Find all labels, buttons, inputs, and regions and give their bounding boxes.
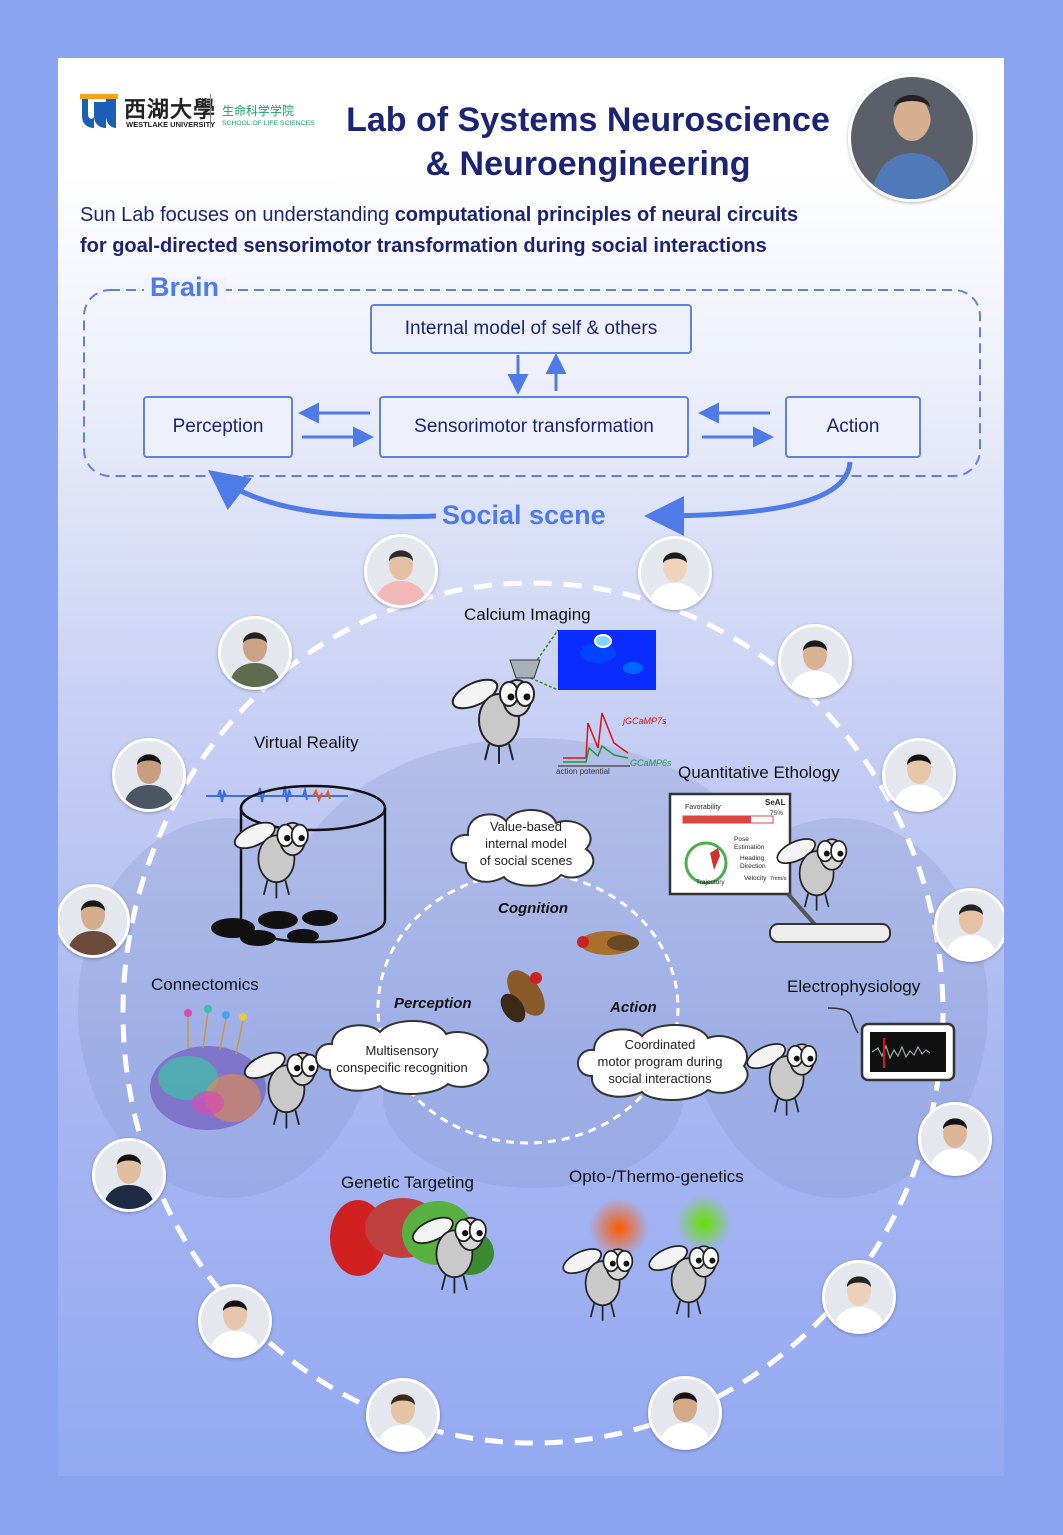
westlake-logo-icon xyxy=(80,94,118,135)
logo-divider xyxy=(210,94,211,128)
cartoon-flies xyxy=(233,678,848,1321)
inner-dashed-circle xyxy=(376,871,680,1145)
cartoon-fly xyxy=(562,1248,634,1321)
member-photo xyxy=(648,1376,722,1450)
green-light-glow xyxy=(676,1195,732,1251)
vr-waveform xyxy=(206,785,348,803)
quantitative-ethology-label: Quantitative Ethology xyxy=(678,763,840,782)
member-photo xyxy=(364,534,438,608)
pi-portrait xyxy=(848,74,976,202)
member-photo xyxy=(92,1138,166,1212)
calcium-heatmap xyxy=(558,630,656,690)
cloud-top-text: Value-based internal model of social sce… xyxy=(466,818,586,869)
content-panel: 西湖大學 WESTLAKE UNIVERSITY 生命科学学院 SCHOOL O… xyxy=(58,58,1004,1476)
member-photo xyxy=(918,1102,992,1176)
seal-label: SeAL xyxy=(765,798,786,807)
fruit-fly-right xyxy=(577,931,639,955)
cartoon-fly xyxy=(451,678,535,764)
member-photo xyxy=(366,1378,440,1452)
cartoon-fly xyxy=(746,1043,818,1116)
member-photo xyxy=(218,616,292,690)
cloud-left-line: conspecific recognition xyxy=(336,1060,468,1075)
fruit-fly-center xyxy=(500,970,545,1023)
action-box: Action xyxy=(785,396,921,458)
vr-dark-patches xyxy=(211,910,338,946)
velocity-value: 7mm/s xyxy=(770,876,787,882)
brain-label: Brain xyxy=(150,272,220,302)
university-name-en: WESTLAKE UNIVERSITY xyxy=(126,120,216,129)
school-name-en: SCHOOL OF LIFE SCIENCES xyxy=(222,120,315,127)
internal-model-box: Internal model of self & others xyxy=(370,304,692,354)
member-photo xyxy=(112,738,186,812)
title-line-1: Lab of Systems Neuroscience xyxy=(346,101,830,139)
connectomics-label: Connectomics xyxy=(151,975,259,994)
cartoon-fly xyxy=(233,821,309,899)
social-scene-label: Social scene xyxy=(442,500,606,530)
cognition-label: Cognition xyxy=(498,900,568,917)
favorability-label: Favorability xyxy=(685,804,721,811)
heading-direction-label: Heading Direction xyxy=(740,855,766,870)
opto-thermo-genetics-label: Opto-/Thermo-genetics xyxy=(569,1167,744,1186)
gcamp6s-label: GCaMP6s xyxy=(630,758,672,768)
member-photo xyxy=(882,738,956,812)
ephys-monitor xyxy=(827,1007,956,1082)
virtual-reality-label: Virtual Reality xyxy=(254,733,359,752)
cloud-left-shape xyxy=(315,1020,490,1095)
university-name-cn: 西湖大學 xyxy=(124,97,217,123)
perception-box: Perception xyxy=(143,396,293,458)
cloud-right-line: motor program during xyxy=(597,1054,723,1069)
trajectory-label: Trajectory xyxy=(696,879,725,886)
orange-light-glow xyxy=(589,1198,649,1258)
member-photo xyxy=(778,624,852,698)
summary-text: Sun Lab focuses on understanding xyxy=(80,204,395,226)
jgcamp7s-label: jGCaMP7s xyxy=(623,716,667,726)
cartoon-fly xyxy=(648,1245,720,1318)
cartoon-fly xyxy=(243,1051,319,1129)
cloud-top-line: internal model xyxy=(485,836,567,851)
outer-dashed-circle xyxy=(120,580,946,1446)
connectome-cluster xyxy=(150,1005,266,1130)
cloud-left-line: Multisensory xyxy=(365,1043,439,1058)
calcium-imaging-label: Calcium Imaging xyxy=(464,605,591,624)
favorability-percent: 75% xyxy=(770,810,784,817)
calcium-traces xyxy=(558,712,630,767)
member-photo xyxy=(934,888,1004,962)
action-inner-label: Action xyxy=(610,999,657,1016)
cloud-left-text: Multisensory conspecific recognition xyxy=(320,1042,484,1076)
velocity-label: Velocity xyxy=(744,875,767,882)
cartoon-fly xyxy=(411,1216,487,1294)
lab-summary: Sun Lab focuses on understanding computa… xyxy=(80,200,980,262)
title-line-2: & Neuroengineering xyxy=(425,145,751,183)
brain-region-border xyxy=(83,289,981,477)
sensorimotor-box: Sensorimotor transformation xyxy=(379,396,689,458)
summary-bold-2: for goal-directed sensorimotor transform… xyxy=(80,235,767,257)
school-name-cn: 生命科学学院 xyxy=(222,104,295,118)
cloud-right-text: Coordinated motor program during social … xyxy=(574,1036,746,1087)
cloud-top-line: of social scenes xyxy=(479,853,573,868)
summary-bold-1: computational principles of neural circu… xyxy=(394,204,799,226)
pose-estimation-label: Pose Estimation xyxy=(734,836,765,851)
action-potential-label: action potential xyxy=(556,767,610,776)
cloud-top-line: Value-based xyxy=(489,819,563,834)
member-photo xyxy=(638,536,712,610)
member-photo xyxy=(198,1284,272,1358)
genetic-targeting-label: Genetic Targeting xyxy=(341,1173,474,1192)
logo-area: 西湖大學 WESTLAKE UNIVERSITY 生命科学学院 SCHOOL O… xyxy=(58,58,338,178)
perception-inner-label: Perception xyxy=(394,995,472,1012)
page-title: Lab of Systems Neuroscience & Neuroengin… xyxy=(308,98,868,186)
cloud-top-shape xyxy=(450,808,595,887)
cloud-right-line: Coordinated xyxy=(624,1037,696,1052)
member-photo xyxy=(58,884,130,958)
member-photo xyxy=(822,1260,896,1334)
ethology-monitor xyxy=(668,792,891,943)
cartoon-fly xyxy=(776,838,848,911)
cloud-right-shape xyxy=(577,1024,749,1101)
cloud-right-line: social interactions xyxy=(608,1071,712,1086)
electrophysiology-label: Electrophysiology xyxy=(787,977,921,996)
